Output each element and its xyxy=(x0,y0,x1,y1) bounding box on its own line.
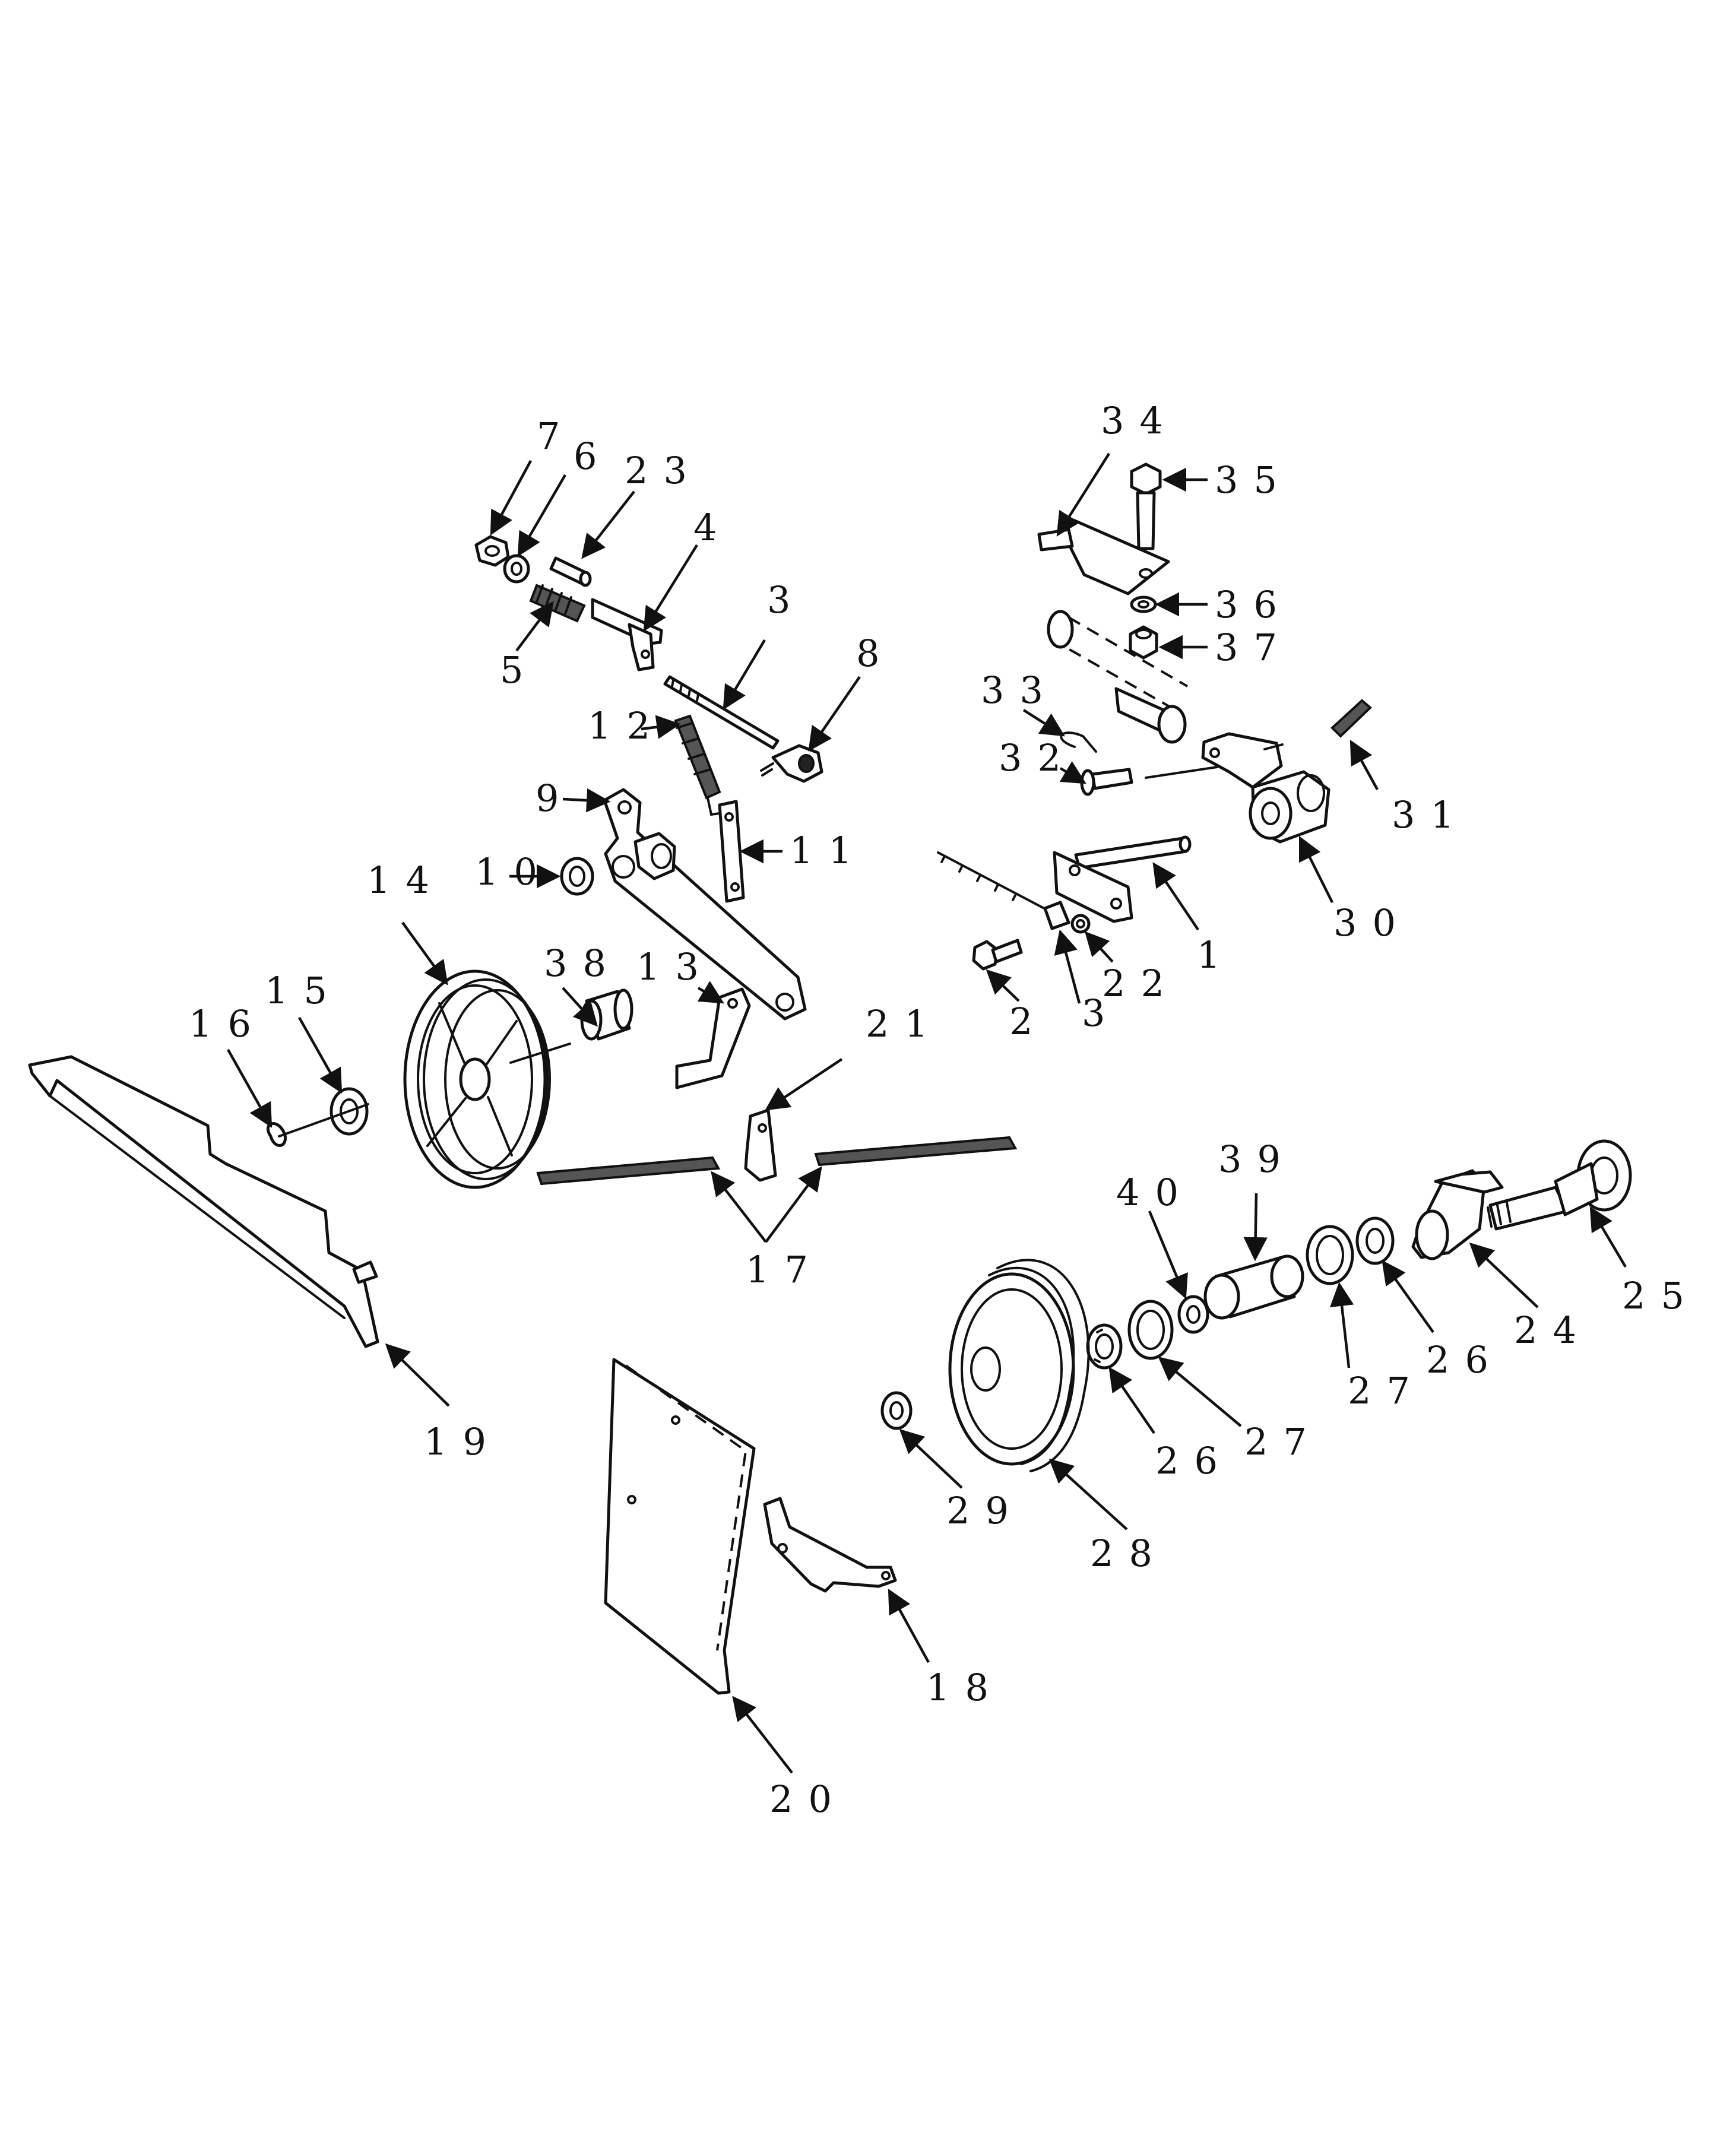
callout-39: 39 xyxy=(1218,1137,1296,1181)
callout-7: 7 xyxy=(537,414,575,458)
callout-38: 38 xyxy=(544,942,622,985)
callout-14: 14 xyxy=(367,858,445,902)
part-18-bracket xyxy=(763,1497,897,1593)
part-14-pulley xyxy=(403,969,551,1189)
part-36-washer xyxy=(1130,595,1157,613)
part-31-roll-pin xyxy=(1330,699,1372,738)
part-26-cone-right xyxy=(1355,1216,1395,1265)
callout-9: 9 xyxy=(536,777,574,820)
callout-30: 30 xyxy=(1333,901,1411,945)
callout-27-left: 27 xyxy=(1244,1420,1322,1463)
callout-37: 37 xyxy=(1215,626,1293,669)
leader-lines xyxy=(227,452,1627,1774)
part-8-rod-end xyxy=(760,744,823,783)
callout-34: 34 xyxy=(1101,399,1179,442)
callout-13: 13 xyxy=(636,945,714,988)
callout-36: 36 xyxy=(1215,583,1293,626)
callout-8: 8 xyxy=(856,632,895,675)
callout-5: 5 xyxy=(500,648,538,692)
callout-24: 24 xyxy=(1514,1308,1592,1352)
callout-2: 2 xyxy=(1009,1000,1048,1043)
callout-11: 11 xyxy=(790,829,867,872)
callout-22: 22 xyxy=(1102,962,1180,1005)
part-35-bolt xyxy=(1130,462,1162,550)
part-1-shaft xyxy=(1074,835,1192,870)
callout-27-right: 27 xyxy=(1348,1369,1425,1412)
callout-16: 16 xyxy=(189,1002,267,1045)
callout-21: 21 xyxy=(866,1002,943,1045)
part-13-bracket xyxy=(675,987,751,1089)
callout-32: 32 xyxy=(999,736,1076,780)
callout-4: 4 xyxy=(693,506,732,549)
callout-1: 1 xyxy=(1197,933,1236,977)
part-17-belts xyxy=(536,1136,1018,1186)
part-3-plate xyxy=(937,851,1133,930)
part-28-drum xyxy=(948,1259,1090,1472)
callout-26-right: 26 xyxy=(1426,1338,1504,1381)
part-6-washer xyxy=(503,554,530,584)
part-19-guard xyxy=(28,1055,379,1348)
part-27-cup-right xyxy=(1306,1225,1354,1285)
part-7-nut xyxy=(474,535,510,567)
callout-28: 28 xyxy=(1090,1532,1168,1575)
part-9-idler-arm xyxy=(603,788,807,1021)
part-23-pin xyxy=(549,556,592,587)
part-12-spring xyxy=(674,714,721,816)
callout-25: 25 xyxy=(1622,1274,1700,1317)
part-32-clevis-pin xyxy=(1080,766,1218,796)
part-39-sleeve xyxy=(1203,1254,1304,1320)
part-29-washer xyxy=(880,1391,913,1430)
callout-40: 40 xyxy=(1116,1171,1194,1214)
part-21-bracket xyxy=(744,1108,777,1182)
part-25-hub xyxy=(1487,1139,1632,1231)
part-5-spring xyxy=(529,584,586,623)
callout-19: 19 xyxy=(424,1420,502,1463)
callout-35: 35 xyxy=(1215,458,1293,502)
part-26-cone-left xyxy=(1086,1323,1123,1370)
callout-17: 17 xyxy=(746,1248,823,1291)
part-38-spacer xyxy=(580,988,633,1041)
callout-29: 29 xyxy=(946,1489,1024,1532)
phantom-cylinder xyxy=(1047,610,1189,744)
part-4-bracket xyxy=(591,598,663,671)
shaft-line xyxy=(278,1043,571,1137)
part-30-bracket xyxy=(1201,732,1330,844)
callout-10: 10 xyxy=(475,850,553,893)
callout-33: 33 xyxy=(981,668,1059,712)
part-24-housing xyxy=(1411,1169,1504,1260)
callout-12: 12 xyxy=(588,704,666,747)
callout-20: 20 xyxy=(769,1777,847,1821)
part-27-cup-left xyxy=(1127,1300,1174,1360)
part-40-washer xyxy=(1177,1295,1209,1334)
part-11-link xyxy=(718,800,745,903)
callout-labels: 7 6 23 4 5 3 8 12 9 10 11 14 38 13 15 16… xyxy=(189,399,1700,1821)
callout-23: 23 xyxy=(625,449,702,492)
part-20-shield xyxy=(604,1358,756,1695)
callout-18: 18 xyxy=(926,1666,1004,1709)
part-37-nut xyxy=(1129,625,1158,660)
callout-26-left: 26 xyxy=(1155,1439,1233,1482)
part-10-washer xyxy=(560,857,594,896)
callout-6: 6 xyxy=(574,435,612,478)
callout-3-lower: 3 xyxy=(1082,991,1120,1035)
part-22-bushing xyxy=(1070,914,1091,934)
part-2-bolt xyxy=(972,939,1023,971)
callout-3-upper: 3 xyxy=(767,578,806,622)
callout-31: 31 xyxy=(1392,793,1469,836)
part-3-rod xyxy=(663,675,780,750)
callout-15: 15 xyxy=(265,969,343,1012)
